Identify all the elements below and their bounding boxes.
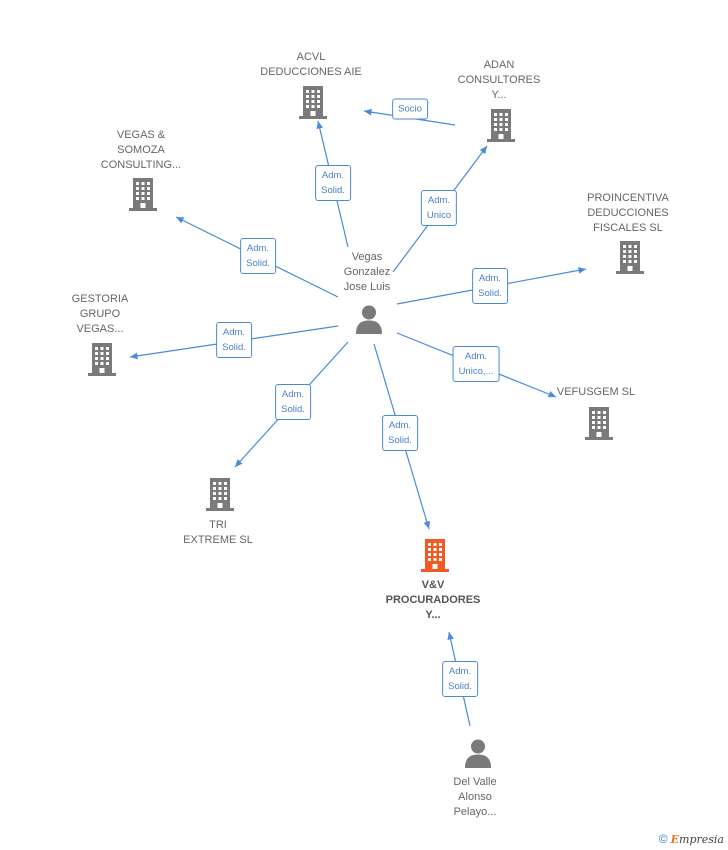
node-label-line: Y... (425, 609, 441, 621)
edge-label-line: Solid. (222, 342, 246, 353)
edge-label-vegas_person-to-gestoria[interactable]: Adm. Solid. (216, 322, 252, 358)
edge-label-vegas_person-to-vv[interactable]: Adm. Solid. (382, 415, 418, 451)
edge-label-line: Solid. (246, 258, 270, 269)
node-label-line: Jose Luis (343, 281, 391, 293)
edge-label-line: Adm. (427, 195, 451, 206)
node-label-line: PROCURADORES (385, 594, 481, 606)
node-label-vegas_somoza[interactable]: VEGAS & SOMOZA CONSULTING... (101, 128, 181, 173)
node-label-line: ACVL (296, 51, 326, 63)
building-icon[interactable] (585, 407, 613, 440)
edge-label-vegas_person-to-vegas_somoza[interactable]: Adm. Solid. (240, 238, 276, 274)
edge-label-line: Adm. (222, 327, 246, 338)
node-label-line: Gonzalez (343, 266, 391, 278)
node-label-line: PROINCENTIVA (587, 192, 669, 204)
focus-building-icon[interactable] (421, 539, 449, 572)
edge-label-line: Unico,... (458, 366, 494, 377)
node-label-line: DEDUCCIONES AIE (260, 66, 362, 78)
edges-layer (129, 108, 587, 727)
edge-label-line: Unico (426, 210, 452, 221)
copyright-icon: © (658, 832, 668, 846)
node-label-line: TRI (209, 519, 227, 531)
edge-label-line: Solid. (478, 288, 502, 299)
node-label-line: CONSULTING... (100, 159, 182, 171)
building-icon[interactable] (206, 478, 234, 511)
node-label-line: Y... (491, 89, 507, 101)
node-label-line: V&V (421, 579, 445, 591)
edge-label-line: Socio (398, 103, 422, 115)
edge-label-vegas_person-to-tri[interactable]: Adm. Solid. (275, 384, 311, 420)
edge-label-vegas_person-to-adan[interactable]: Adm. Unico (420, 190, 458, 226)
node-label-line: GRUPO (79, 308, 121, 320)
edge-label-adan-to-acvl[interactable]: Socio (392, 98, 428, 120)
edge-label-line: Adm. (281, 389, 305, 400)
node-label-vefusgem[interactable]: VEFUSGEM SL (557, 385, 635, 400)
node-label-line: ADAN (483, 59, 515, 71)
node-label-acvl[interactable]: ACVL DEDUCCIONES AIE (260, 50, 361, 80)
node-label-vv[interactable]: V&V PROCURADORES Y... (386, 578, 481, 623)
node-label-line: GESTORIA (71, 293, 129, 305)
node-label-line: VEGAS... (76, 323, 124, 335)
node-label-tri[interactable]: TRI EXTREME SL (183, 518, 253, 548)
building-icon[interactable] (299, 86, 327, 119)
edge-label-line: Adm. (448, 666, 472, 677)
edge-label-line: Solid. (321, 185, 345, 196)
person-icon[interactable] (465, 739, 491, 769)
icons-layer (88, 86, 644, 768)
edge-label-vegas_person-to-acvl[interactable]: Adm. Solid. (315, 165, 351, 201)
edge-label-line: Solid. (388, 435, 412, 446)
edge-label-line: Adm. (321, 170, 345, 181)
edge-label-vegas_person-to-vefusgem[interactable]: Adm. Unico,... (452, 346, 500, 382)
node-label-line: Del Valle (453, 776, 497, 788)
brand-name: mpresia (679, 833, 724, 846)
edge-label-line: Adm. (464, 351, 488, 362)
empresia-watermark: © Empresia (659, 832, 724, 846)
node-label-line: FISCALES SL (593, 222, 663, 234)
node-label-line: VEGAS & (116, 129, 166, 141)
edge-label-line: Solid. (281, 404, 305, 415)
edge-label-line: Adm. (478, 273, 502, 284)
node-label-line: Alonso (458, 791, 492, 803)
edge-label-delvalle-to-vv[interactable]: Adm. Solid. (442, 661, 478, 697)
node-label-line: VEFUSGEM SL (556, 386, 636, 398)
node-label-line: Vegas (351, 251, 383, 263)
building-icon[interactable] (88, 343, 116, 376)
edge-label-vegas_person-to-proincentiva[interactable]: Adm. Solid. (472, 268, 508, 304)
node-label-proincentiva[interactable]: PROINCENTIVA DEDUCCIONES FISCALES SL (587, 191, 669, 236)
edge-label-line: Adm. (246, 243, 270, 254)
brand-initial: E (670, 833, 680, 846)
node-label-line: DEDUCCIONES (587, 207, 669, 219)
building-icon[interactable] (487, 109, 515, 142)
node-label-adan[interactable]: ADAN CONSULTORES Y... (458, 58, 541, 103)
node-label-line: Pelayo... (453, 806, 497, 818)
person-icon[interactable] (356, 305, 382, 335)
node-label-line: EXTREME SL (183, 534, 253, 546)
edge-label-line: Adm. (388, 420, 412, 431)
node-label-line: CONSULTORES (457, 74, 541, 86)
edge-label-line: Solid. (448, 681, 472, 692)
node-label-line: SOMOZA (117, 144, 165, 156)
building-icon[interactable] (129, 178, 157, 211)
node-label-gestoria[interactable]: GESTORIA GRUPO VEGAS... (72, 292, 129, 337)
building-icon[interactable] (616, 241, 644, 274)
